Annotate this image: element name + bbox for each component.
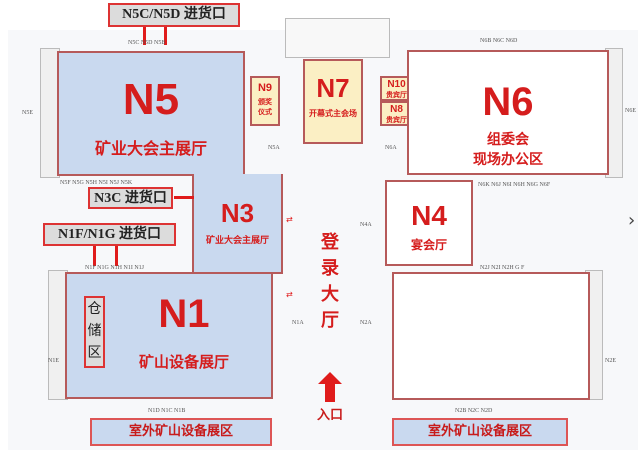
hall-n8-name: 贵宾厅 [386, 116, 407, 124]
gate-label: N2J N2I N2H G F [480, 265, 525, 271]
double-arrow-icon: ⇄ [286, 215, 293, 224]
hall-n3-name: 矿业大会主展厅 [205, 236, 269, 246]
hall-n4-name: 宴会厅 [410, 238, 447, 252]
gate-label: N5C N5D N5B [128, 40, 166, 46]
gate-label: N6A [385, 145, 397, 151]
gate-label: N1E [48, 358, 59, 364]
gate-label: N2B N2C N2D [455, 408, 493, 414]
hall-n9-code: N9 [257, 82, 273, 94]
outdoor-area-right: 室外矿山设备展区 [392, 418, 568, 446]
hall-n4[interactable]: N4 宴会厅 [385, 180, 473, 266]
gate-label: N5A [268, 145, 280, 151]
outdoor-area-left: 室外矿山设备展区 [90, 418, 272, 446]
storage-char: 区 [87, 345, 102, 361]
arrow-down-icon [143, 27, 146, 45]
hall-n6-code: N6 [482, 80, 534, 124]
entrance-arrow-icon [318, 372, 342, 402]
gate-label: N6E [625, 108, 636, 114]
double-arrow-icon: ⇄ [286, 290, 293, 299]
arrow-down-icon [164, 27, 167, 45]
gate-label: N1D N1C N1B [148, 408, 186, 414]
hall-n6[interactable]: N6 组委会 现场办公区 [407, 50, 609, 175]
n7-north-structure [285, 18, 390, 58]
hall-n7-code: N7 [316, 73, 350, 103]
hall-n1-name: 矿山设备展厅 [138, 353, 229, 371]
hall-n7[interactable]: N7 开幕式主会场 [303, 59, 363, 144]
hall-n3-code: N3 [220, 198, 255, 228]
gate-label: N1A [292, 320, 304, 326]
gate-label: N6K N6J N6I N6H N6G N6F [478, 182, 551, 188]
hall-n1-code: N1 [158, 292, 210, 336]
lobby-char: 登 [321, 232, 339, 253]
registration-lobby: 登 录 大 厅 [318, 230, 342, 334]
next-chevron-icon[interactable]: › [628, 210, 636, 231]
hall-n10-code: N10 [387, 79, 406, 90]
hall-n4-code: N4 [411, 200, 447, 231]
hall-n8-code: N8 [390, 104, 403, 115]
lobby-char: 录 [321, 258, 339, 279]
lobby-char: 大 [321, 284, 339, 305]
hall-n9[interactable]: N9 颁奖 仪式 [250, 76, 280, 126]
hall-n5-code: N5 [122, 75, 180, 124]
hall-n9-name: 仪式 [258, 108, 272, 116]
arrow-right-icon [174, 196, 194, 199]
storage-area: 仓 储 区 [84, 296, 105, 368]
loading-dock-n3: N3C 进货口 [88, 187, 173, 209]
hall-n7-name: 开幕式主会场 [309, 109, 357, 118]
hall-n5[interactable]: N5 矿业大会主展厅 [57, 51, 245, 176]
arrow-down-icon [115, 246, 118, 266]
lobby-char: 厅 [321, 310, 339, 331]
gate-label: N1F N1G N1H N1I N1J [85, 265, 145, 271]
loading-dock-n5: N5C/N5D 进货口 [108, 3, 240, 27]
storage-char: 储 [87, 323, 102, 339]
storage-char: 仓 [87, 301, 102, 317]
entrance-label: 入口 [316, 408, 343, 423]
hall-n6-name: 组委会 [487, 132, 529, 148]
hall-n2[interactable] [392, 272, 590, 400]
loading-dock-n1: N1F/N1G 进货口 [43, 223, 176, 246]
arrow-down-icon [93, 246, 96, 266]
gate-label: N6B N6C N6D [480, 38, 518, 44]
gate-label: N5F N5G N5H N5I N5J N5K [60, 180, 133, 186]
gate-label: N5E [22, 110, 33, 116]
hall-n6-name: 现场办公区 [473, 152, 543, 168]
hall-n3[interactable]: N3 矿业大会主展厅 [192, 174, 283, 274]
gate-label: N2A [360, 320, 372, 326]
gate-label: N2E [605, 358, 616, 364]
hall-n9-name: 颁奖 [258, 98, 272, 106]
hall-n5-name: 矿业大会主展厅 [94, 139, 207, 158]
gate-label: N4A [360, 222, 372, 228]
hall-n10-name: 贵宾厅 [386, 91, 407, 99]
